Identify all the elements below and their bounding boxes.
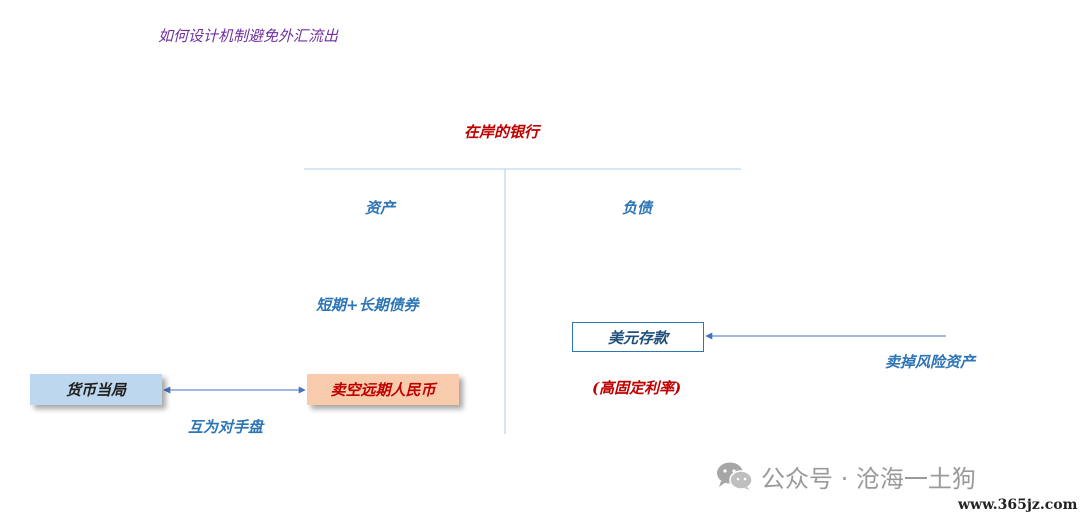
wechat-icon (717, 462, 753, 490)
bank-title: 在岸的银行 (464, 123, 540, 141)
liabilities-label: 负债 (622, 199, 653, 217)
bonds-label: 短期+长期债券 (316, 296, 419, 314)
counterparty-label: 互为对手盘 (188, 418, 264, 436)
fixed-rate-label: (高固定利率) (592, 379, 682, 397)
central-bank-box: 货币当局 (30, 374, 162, 405)
sell-cny-forward-box: 卖空远期人民币 (307, 374, 459, 405)
page-title: 如何设计机制避免外汇流出 (158, 27, 339, 45)
usd-deposit-box: 美元存款 (572, 322, 704, 352)
watermark: 公众号 · 沧海一土狗 (715, 458, 976, 494)
watermark-text: 公众号 · 沧海一土狗 (761, 464, 976, 493)
site-url: www.365jz.com (958, 497, 1078, 513)
sell-risk-assets-label: 卖掉风险资产 (885, 353, 976, 371)
assets-label: 资产 (365, 199, 396, 217)
